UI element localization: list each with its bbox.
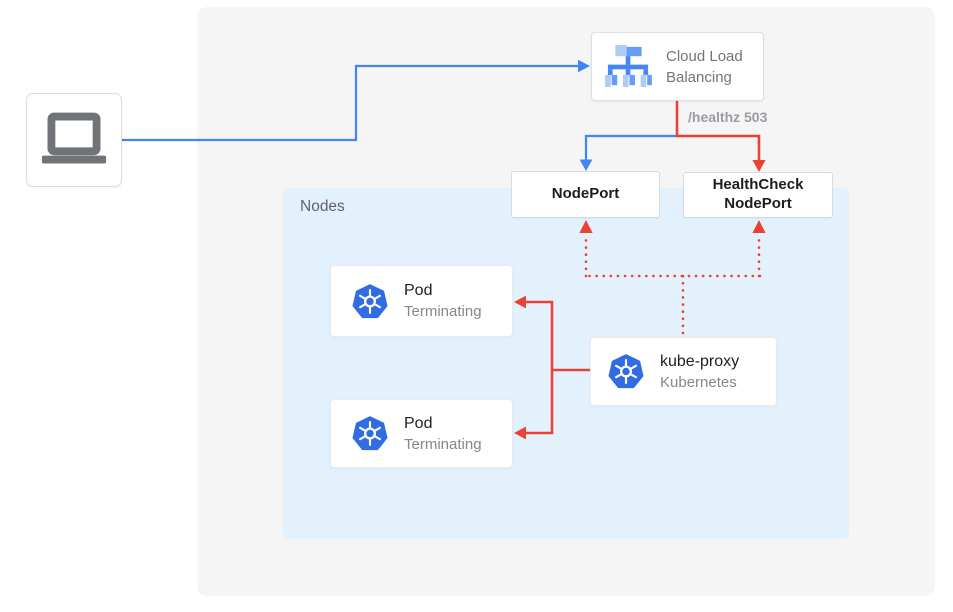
pod-status: Terminating bbox=[404, 435, 482, 453]
kubernetes-icon bbox=[608, 354, 644, 389]
kube-proxy-title: kube-proxy bbox=[660, 352, 740, 370]
kube-proxy-node: kube-proxy Kubernetes bbox=[590, 337, 777, 406]
pod-status: Terminating bbox=[404, 303, 482, 321]
laptop-icon bbox=[41, 112, 107, 164]
pod-text: Pod Terminating bbox=[404, 413, 482, 454]
pod-node-1: Pod Terminating bbox=[330, 265, 513, 337]
cloud-load-balancing-node: Cloud Load Balancing bbox=[591, 32, 764, 101]
cloud-load-balancing-label: Cloud Load Balancing bbox=[666, 47, 743, 86]
load-balancer-icon bbox=[605, 45, 652, 88]
client-node bbox=[26, 93, 122, 187]
healthz-label: /healthz 503 bbox=[688, 109, 768, 125]
pod-text: Pod Terminating bbox=[404, 280, 482, 321]
healthcheck-nodeport-label: HealthCheck NodePort bbox=[712, 176, 804, 212]
nodeport-label: NodePort bbox=[551, 185, 620, 203]
pod-title: Pod bbox=[404, 414, 433, 432]
nodes-group-label: Nodes bbox=[300, 198, 345, 215]
pod-title: Pod bbox=[404, 282, 433, 300]
healthcheck-nodeport-node: HealthCheck NodePort bbox=[683, 172, 833, 218]
pod-node-2: Pod Terminating bbox=[330, 399, 513, 468]
kube-proxy-subtitle: Kubernetes bbox=[660, 373, 737, 391]
nodeport-node: NodePort bbox=[511, 171, 660, 218]
kubernetes-icon bbox=[352, 283, 388, 318]
kube-proxy-text: kube-proxy Kubernetes bbox=[660, 351, 739, 392]
kubernetes-icon bbox=[352, 416, 388, 451]
